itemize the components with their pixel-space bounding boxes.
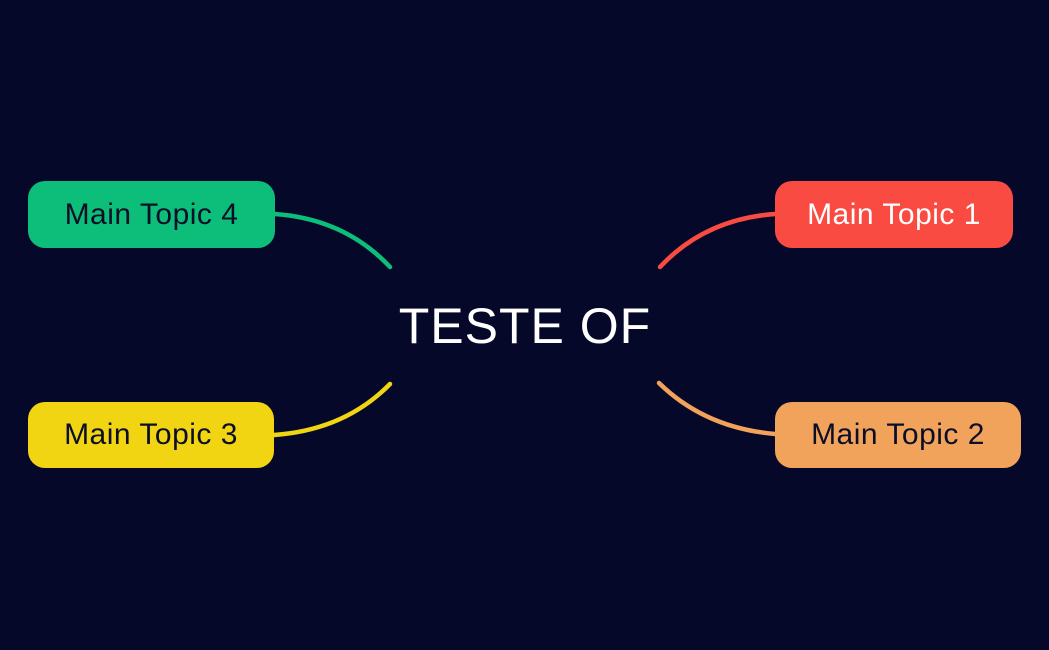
node-main-topic-4[interactable]: Main Topic 4 [28,181,275,248]
central-topic[interactable]: TESTE OF [399,297,651,355]
central-topic-label: TESTE OF [398,298,652,354]
connector-main-topic-2 [656,380,778,437]
connector-main-topic-1 [657,211,778,270]
connector-main-topic-4 [272,211,393,270]
node-main-topic-1[interactable]: Main Topic 1 [775,181,1013,248]
node-main-topic-2[interactable]: Main Topic 2 [775,402,1021,468]
node-main-topic-3[interactable]: Main Topic 3 [28,402,274,468]
node-label: Main Topic 1 [807,197,981,231]
node-label: Main Topic 3 [64,418,238,451]
node-label: Main Topic 2 [811,418,985,451]
node-label: Main Topic 4 [64,197,239,231]
connector-main-topic-3 [271,381,393,438]
